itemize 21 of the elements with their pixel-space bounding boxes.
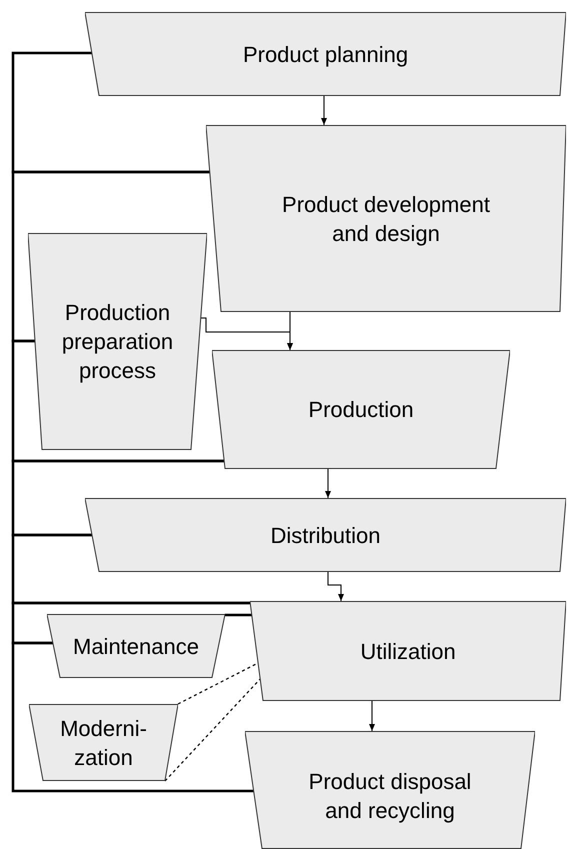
connector-line	[12, 642, 254, 792]
connector-line	[12, 602, 250, 644]
node-label: Product planning	[242, 40, 408, 68]
connector-line	[178, 662, 258, 705]
arrow	[321, 96, 327, 126]
connector-line	[164, 678, 261, 782]
node-label: Moderni-zation	[59, 714, 148, 772]
arrow	[200, 318, 293, 350]
arrow	[369, 700, 375, 732]
node-label: Product development and design	[281, 190, 491, 248]
node-label: Product disposal and recycling	[308, 768, 472, 825]
node-label: Production preparation process	[60, 299, 174, 385]
node-label: Utilization	[360, 638, 456, 666]
node-label: Production	[308, 396, 414, 424]
connector-line	[12, 460, 224, 536]
arrow	[325, 468, 331, 498]
node-label: Distribution	[270, 522, 381, 550]
node-label: Maintenance	[73, 632, 199, 660]
connector-line	[224, 614, 252, 616]
connector-line	[12, 170, 210, 342]
arrow	[328, 572, 344, 602]
